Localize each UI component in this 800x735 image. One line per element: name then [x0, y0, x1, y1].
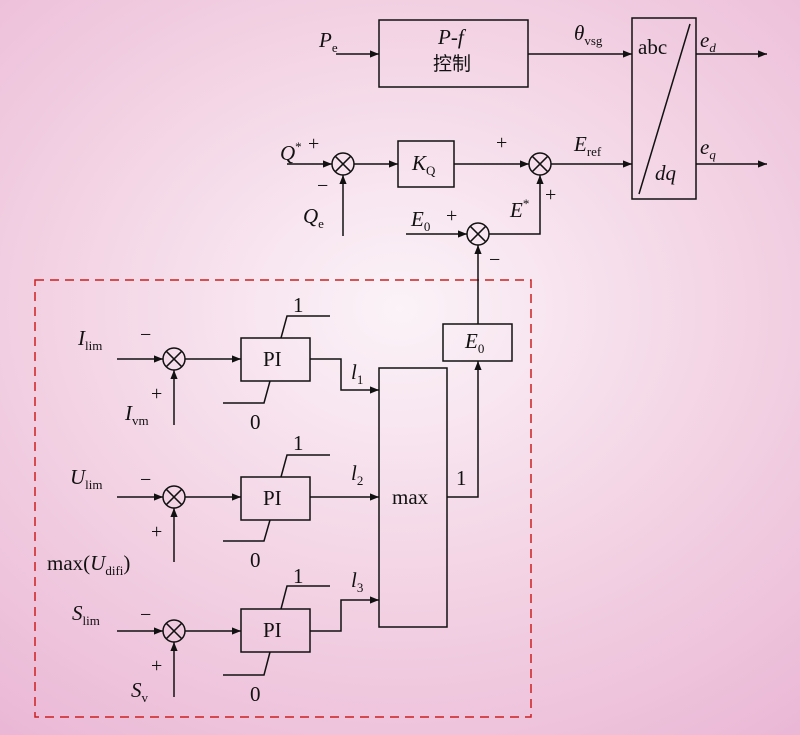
udifi-plus-sign: +	[151, 521, 163, 543]
max-output-value: 1	[456, 466, 467, 490]
input-sv: Sv	[131, 678, 148, 705]
pi1-limiter-lower	[223, 380, 271, 404]
pi1-upper-limit: 1	[293, 293, 304, 317]
input-ivm: Ivm	[125, 401, 149, 428]
signal-l1: l1	[351, 360, 364, 387]
dq-label: dq	[655, 161, 676, 185]
input-max-udifi: max(Udifi)	[47, 551, 131, 578]
sv-plus-sign: +	[151, 655, 163, 677]
pi-block-2	[240, 476, 311, 521]
signal-arrows	[117, 50, 767, 697]
ulim-minus-sign: −	[140, 469, 152, 491]
abc-dq-diagonal	[638, 23, 691, 195]
kq-plus-sign: +	[496, 132, 508, 154]
sum-junction-q	[331, 152, 355, 176]
signal-theta-vsg: θvsg	[574, 21, 603, 48]
input-pe: Pe	[319, 28, 338, 55]
sum-junction-u	[162, 485, 186, 509]
signal-l3: l3	[351, 568, 364, 595]
output-eq: eq	[700, 135, 716, 162]
pi-label-1: PI	[263, 347, 282, 371]
sum-junction-s	[162, 619, 186, 643]
signal-eref: Eref	[574, 132, 602, 159]
abc-dq-transform-block	[631, 17, 697, 200]
input-qe: Qe	[303, 204, 324, 231]
qe-minus-sign: −	[317, 175, 329, 197]
sum-junction-i	[162, 347, 186, 371]
pi3-lower-limit: 0	[250, 682, 261, 706]
input-ilim: Ilim	[78, 326, 103, 353]
input-e0: E0	[411, 207, 431, 234]
pi-label-3: PI	[263, 618, 282, 642]
signal-l2: l2	[351, 461, 364, 488]
sum-junction-e0	[466, 222, 490, 246]
slim-minus-sign: −	[140, 604, 152, 626]
e-star-plus-sign: +	[545, 184, 557, 206]
input-q-star: Q*	[280, 139, 302, 165]
pi3-limiter	[280, 585, 330, 610]
sum-junction-eref	[528, 152, 552, 176]
limiter-dashed-region	[34, 279, 532, 718]
signal-e-star: E*	[510, 196, 530, 222]
pi2-lower-limit: 0	[250, 548, 261, 572]
pi3-upper-limit: 1	[293, 564, 304, 588]
pf-block-title: P-f	[438, 25, 464, 49]
e0-minus-sign: −	[489, 249, 501, 271]
abc-label: abc	[638, 35, 668, 59]
ivm-plus-sign: +	[151, 383, 163, 405]
output-ed: ed	[700, 28, 716, 55]
pi-label-2: PI	[263, 486, 282, 510]
pi1-lower-limit: 0	[250, 410, 261, 434]
e0-plus-sign: +	[446, 205, 458, 227]
e0-block-label: E0	[465, 329, 485, 356]
pi2-upper-limit: 1	[293, 431, 304, 455]
pi1-limiter	[280, 315, 330, 339]
ilim-minus-sign: −	[140, 324, 152, 346]
pi2-limiter	[280, 454, 330, 478]
pf-block-label: 控制	[433, 53, 472, 75]
kq-label: KQ	[412, 151, 436, 178]
pi3-limiter-lower	[223, 651, 271, 676]
pi2-limiter-lower	[223, 519, 271, 542]
input-ulim: Ulim	[70, 465, 103, 492]
q-star-plus-sign: +	[308, 133, 320, 155]
max-block-label: max	[392, 485, 429, 509]
input-slim: Slim	[72, 601, 100, 628]
